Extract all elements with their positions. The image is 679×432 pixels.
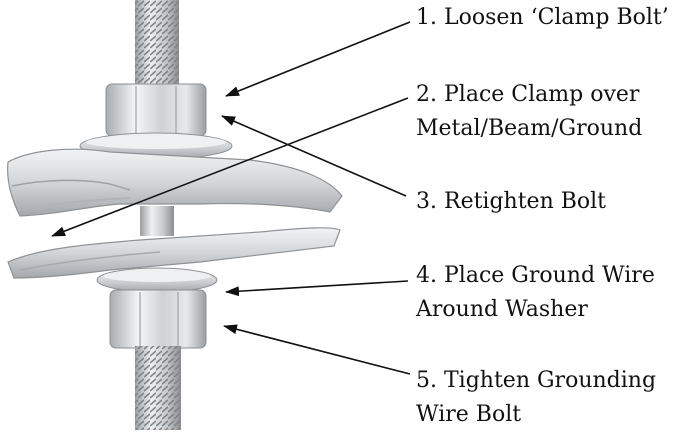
arrow-step-2 xyxy=(51,97,409,237)
step-2-text-line-1: Place Clamp over xyxy=(444,82,640,107)
arrow-step-5 xyxy=(223,324,411,375)
upper-threaded-rod xyxy=(135,0,179,96)
step-2-number: 2. xyxy=(416,82,437,107)
step-4-text-line-2: Around Washer xyxy=(416,297,588,322)
step-3-number: 3. xyxy=(416,189,437,214)
step-5-text-line-2: Wire Bolt xyxy=(416,402,522,427)
step-1-number: 1. xyxy=(416,5,437,30)
step-4-label: 4. Place Ground Wire Around Washer xyxy=(416,259,655,327)
step-5-label: 5. Tighten Grounding Wire Bolt xyxy=(416,364,656,432)
step-1-text: Loosen ‘Clamp Bolt’ xyxy=(444,5,669,30)
lower-washer xyxy=(96,267,218,293)
step-1-label: 1. Loosen ‘Clamp Bolt’ xyxy=(416,1,669,35)
step-2-text-line-2: Metal/Beam/Ground xyxy=(416,116,643,141)
grounding-wire-nut xyxy=(109,289,207,349)
step-3-text: Retighten Bolt xyxy=(444,189,607,214)
step-5-number: 5. xyxy=(416,368,437,393)
arrow-step-3 xyxy=(221,115,407,197)
step-5-text-line-1: Tighten Grounding xyxy=(444,368,657,393)
clamp-bolt-nut xyxy=(105,83,207,137)
step-4-text-line-1: Place Ground Wire xyxy=(444,263,655,288)
callout-arrows xyxy=(51,21,411,375)
arrow-step-1 xyxy=(225,21,411,97)
step-3-label: 3. Retighten Bolt xyxy=(416,185,606,219)
middle-rod xyxy=(140,206,174,236)
lower-threaded-rod xyxy=(135,346,181,430)
lower-clamp-jaw xyxy=(7,227,341,279)
arrow-step-4 xyxy=(225,280,409,297)
step-2-label: 2. Place Clamp over Metal/Beam/Ground xyxy=(416,78,642,146)
step-4-number: 4. xyxy=(416,263,437,288)
upper-clamp-jaw xyxy=(7,148,343,217)
